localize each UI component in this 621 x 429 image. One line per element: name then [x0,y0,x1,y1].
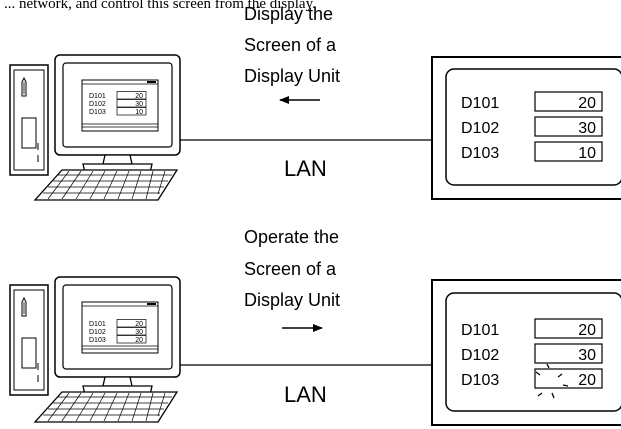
pc-register-value: 20 [135,337,143,344]
register-value-box [534,91,603,112]
pc-register-label: D103 [89,337,106,344]
caption-line-3: Display Unit [244,290,340,310]
register-label: D103 [461,372,499,389]
pc-register-value-box [116,335,147,344]
drive-bay-icon [21,117,37,149]
register-value: 10 [578,145,596,162]
caption-line-2: Screen of a [244,35,337,55]
pc-register-value: 20 [135,321,143,328]
pc-register-label: D101 [89,321,106,328]
pc-register-value-box [116,327,147,336]
register-label: D101 [461,95,499,112]
top-caption: Display the Screen of a Display Unit [244,4,340,86]
register-value: 20 [578,372,596,389]
register-value-box [534,343,603,364]
bottom-caption: Operate the Screen of a Display Unit [244,227,340,310]
pc-tower-bezel [13,69,45,171]
register-label: D103 [461,145,499,162]
register-value-box [534,318,603,339]
caption-line-1: Display the [244,4,333,24]
register-value-box [534,141,603,162]
pc-register-value: 30 [135,101,143,108]
keyboard-icon [33,391,179,423]
keyboard-icon [33,169,179,201]
caption-line-2: Screen of a [244,259,337,279]
pc-register-value-box [116,319,147,328]
register-value-box [534,368,603,389]
header-fragment: ... network, and control this screen fro… [4,0,316,12]
register-value: 20 [578,322,596,339]
monitor-neck [102,376,133,387]
pc-register-label: D103 [89,109,106,116]
caption-line-3: Display Unit [244,66,340,86]
pc-tower-bezel [13,289,45,391]
pc-register-value: 30 [135,329,143,336]
lan-label: LAN [284,382,327,407]
register-value-box [534,116,603,137]
lan-label: LAN [284,156,327,181]
register-label: D102 [461,120,499,137]
register-label: D102 [461,347,499,364]
pc-register-label: D102 [89,101,106,108]
pc-register-label: D101 [89,93,106,100]
register-value: 20 [578,95,596,112]
register-label: D101 [461,322,499,339]
pc-register-value-box [116,107,147,116]
touch-sparkle-icon [535,363,569,399]
register-value: 30 [578,120,596,137]
pc-register-label: D102 [89,329,106,336]
pc-register-value: 10 [135,109,143,116]
pc-tower [9,284,49,396]
caption-line-1: Operate the [244,227,339,247]
pc-register-value-box [116,99,147,108]
monitor-neck [102,154,133,165]
pc-register-value: 20 [135,93,143,100]
pc-register-value-box [116,91,147,100]
register-value: 30 [578,347,596,364]
drive-bay-icon [21,337,37,369]
